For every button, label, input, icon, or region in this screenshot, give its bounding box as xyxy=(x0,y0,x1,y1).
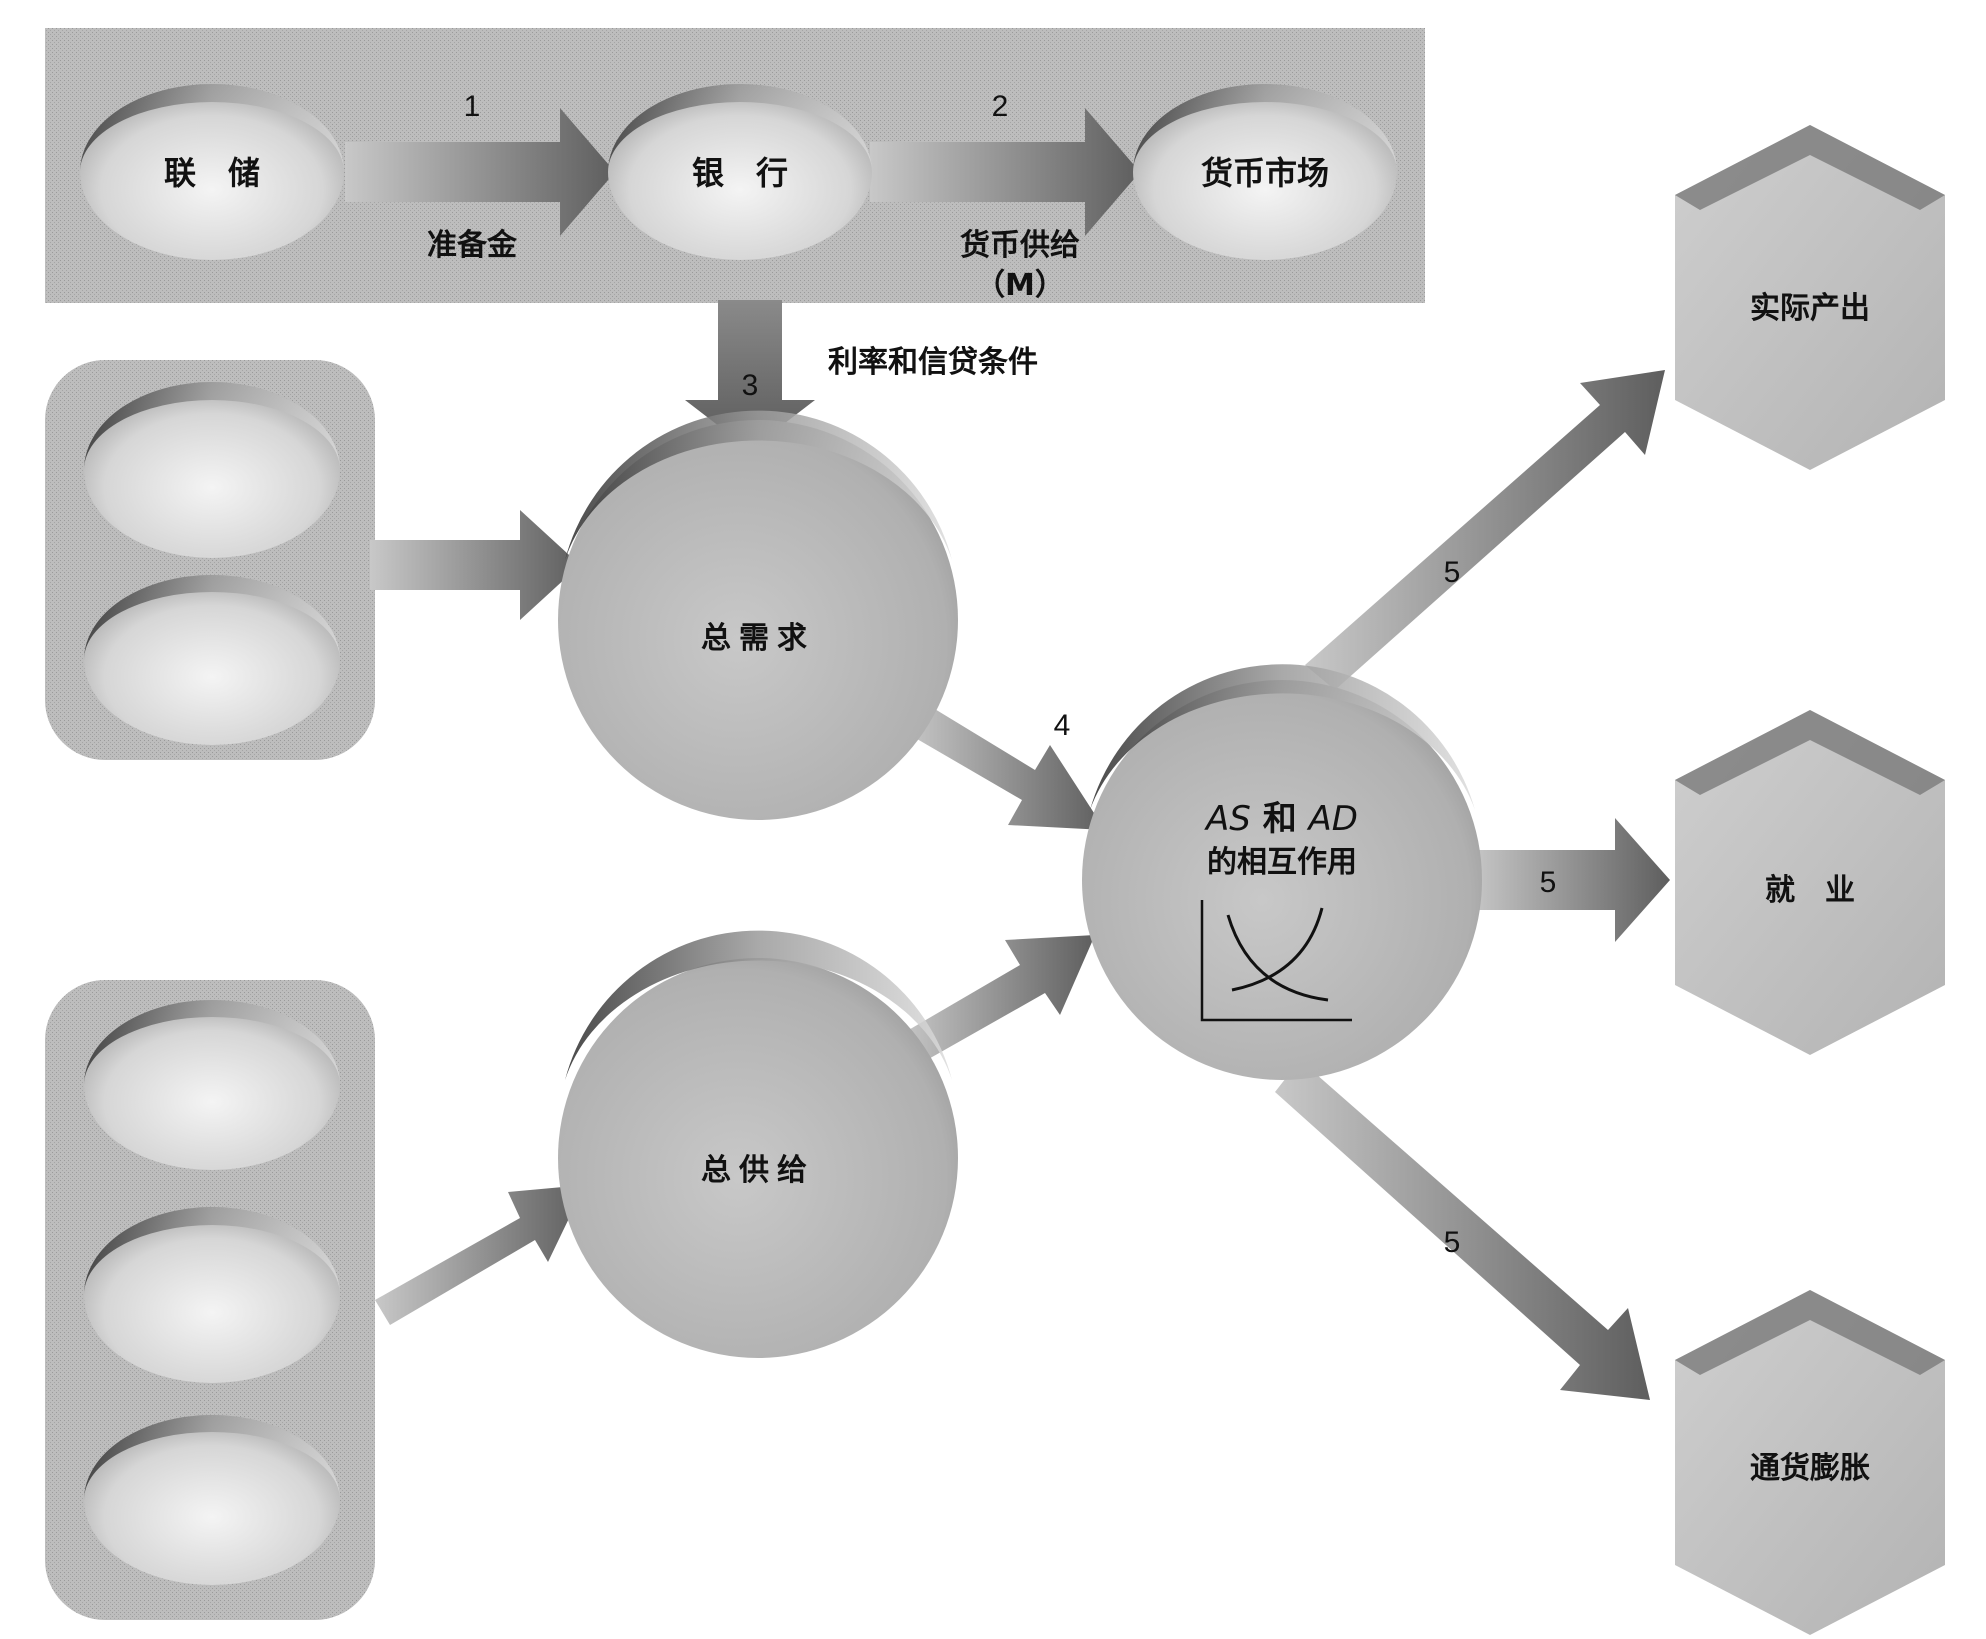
supply-factor-2 xyxy=(84,1207,340,1383)
and-word: 和 xyxy=(1263,799,1297,839)
step-3-number: 3 xyxy=(742,369,759,402)
reserves-label: 准备金 xyxy=(427,228,518,263)
banks-label: 银 行 xyxy=(692,154,788,192)
aggregate-demand-node xyxy=(558,410,958,820)
inflation-label: 通货膨胀 xyxy=(1750,1451,1870,1486)
step-5-inflation-number: 5 xyxy=(1444,1226,1461,1259)
employment-label: 就 业 xyxy=(1765,873,1855,908)
step-2-number: 2 xyxy=(992,90,1009,123)
arrow-demand-to-interaction xyxy=(905,700,1105,830)
money-supply-label: 货币供给 xyxy=(960,228,1080,263)
supply-factor-1 xyxy=(84,1000,340,1170)
banks-node xyxy=(608,84,872,260)
fed-node xyxy=(80,84,344,260)
money-market-label: 货币市场 xyxy=(1201,154,1329,192)
as-ad-interaction-node xyxy=(1082,664,1482,1080)
money-market-node xyxy=(1133,84,1397,260)
arrow-supply-factors xyxy=(375,1185,585,1325)
employment-node xyxy=(1675,710,1945,1055)
demand-factor-1 xyxy=(84,382,340,558)
arrow-to-inflation xyxy=(1275,1060,1650,1400)
interest-credit-label: 利率和信贷条件 xyxy=(828,345,1038,380)
mini-chart-axes xyxy=(1200,900,1352,1022)
aggregate-supply-label: 总供给 xyxy=(701,1153,815,1188)
as-symbol: AS xyxy=(1204,799,1251,839)
real-output-label: 实际产出 xyxy=(1750,291,1870,326)
fed-label: 联 储 xyxy=(164,154,260,192)
money-supply-symbol: （M） xyxy=(975,268,1065,303)
demand-factor-2 xyxy=(84,575,340,745)
aggregate-demand-label: 总需求 xyxy=(701,621,815,656)
inflation-node xyxy=(1675,1290,1945,1635)
interaction-title: AS 和 AD xyxy=(1204,799,1358,839)
ad-symbol: AD xyxy=(1307,799,1358,839)
real-output-node xyxy=(1675,125,1945,470)
mini-chart-demand-curve xyxy=(1226,914,1329,1002)
arrow-supply-to-interaction xyxy=(900,935,1095,1065)
interaction-subtitle: 的相互作用 xyxy=(1207,845,1357,880)
arrow-demand-factors xyxy=(370,510,580,620)
mini-as-ad-chart xyxy=(1200,900,1352,1022)
aggregate-supply-node xyxy=(558,930,958,1358)
step-4-number: 4 xyxy=(1054,709,1071,742)
mini-chart-supply-curve xyxy=(1231,907,1324,992)
step-5-output-number: 5 xyxy=(1444,556,1461,589)
step-5-employment-number: 5 xyxy=(1540,866,1557,899)
arrow-money-supply xyxy=(870,108,1140,236)
arrow-reserves xyxy=(345,108,615,236)
arrow-to-employment xyxy=(1470,818,1670,942)
arrow-to-real-output xyxy=(1305,370,1665,690)
step-1-number: 1 xyxy=(464,90,481,123)
supply-factor-3 xyxy=(84,1415,340,1585)
